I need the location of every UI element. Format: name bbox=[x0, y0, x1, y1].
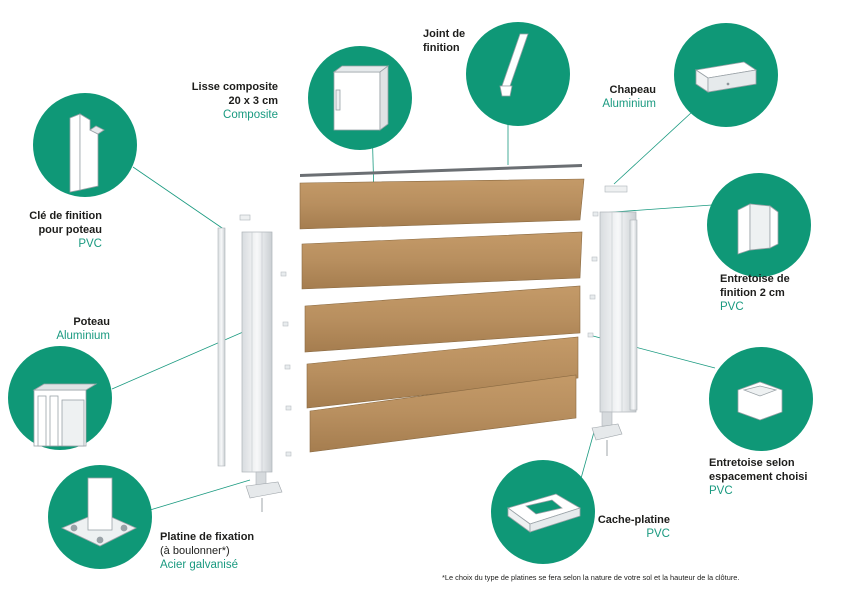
board-1 bbox=[299, 178, 585, 230]
spacer-2cm-icon bbox=[737, 203, 779, 255]
label-entretoise-espacement: Entretoise selon espacement choisi PVC bbox=[709, 456, 829, 498]
board-5 bbox=[309, 374, 577, 453]
board-2 bbox=[301, 231, 583, 290]
label-lisse-material: Composite bbox=[223, 109, 278, 121]
label-cle-material: PVC bbox=[78, 238, 102, 250]
label-chapeau-material: Aluminium bbox=[602, 98, 656, 110]
label-platine-note: (à boulonner*) bbox=[160, 545, 230, 557]
label-poteau: Poteau Aluminium bbox=[30, 315, 110, 343]
label-chapeau-title: Chapeau bbox=[609, 84, 656, 96]
right-post bbox=[591, 185, 638, 456]
finishing-joint-icon bbox=[499, 33, 529, 97]
callout-circles bbox=[8, 22, 813, 569]
label-cle: Clé de finition pour poteau PVC bbox=[14, 209, 102, 251]
label-platine-material: Acier galvanisé bbox=[160, 559, 238, 571]
composite-board-icon bbox=[332, 65, 390, 131]
post-key-icon bbox=[69, 113, 105, 193]
board-3 bbox=[304, 285, 581, 353]
post-cap-icon bbox=[694, 61, 758, 93]
label-entretoise-espacement-material: PVC bbox=[709, 485, 733, 497]
board-4 bbox=[306, 336, 579, 409]
label-entretoise-finition: Entretoise de finition 2 cm PVC bbox=[720, 272, 820, 314]
joint-circle bbox=[466, 22, 570, 126]
callout-lines bbox=[111, 111, 716, 511]
label-entretoise-finition-title: Entretoise de finition 2 cm bbox=[720, 273, 790, 299]
spacers bbox=[280, 211, 599, 457]
label-cle-title: Clé de finition pour poteau bbox=[29, 210, 102, 236]
label-entretoise-finition-material: PVC bbox=[720, 301, 744, 313]
composite-boards bbox=[299, 178, 585, 453]
label-chapeau: Chapeau Aluminium bbox=[580, 83, 656, 111]
label-poteau-material: Aluminium bbox=[56, 330, 110, 342]
plate-cover-icon bbox=[507, 493, 581, 533]
label-joint: Joint de finition bbox=[423, 27, 493, 55]
label-joint-title: Joint de finition bbox=[423, 28, 466, 54]
label-platine: Platine de fixation (à boulonner*) Acier… bbox=[160, 530, 280, 572]
label-lisse: Lisse composite 20 x 3 cm Composite bbox=[186, 80, 278, 122]
left-post-key bbox=[217, 227, 226, 467]
finishing-joint-strip bbox=[300, 164, 582, 177]
base-plate-icon bbox=[61, 477, 137, 547]
label-platine-title: Platine de fixation bbox=[160, 531, 255, 543]
label-cache-platine: Cache-platine PVC bbox=[584, 513, 670, 541]
label-lisse-title: Lisse composite 20 x 3 cm bbox=[191, 81, 278, 107]
spacer-icon bbox=[737, 381, 783, 421]
post-profile-icon bbox=[32, 383, 98, 447]
label-cache-platine-material: PVC bbox=[646, 528, 670, 540]
left-post bbox=[239, 214, 283, 512]
label-poteau-title: Poteau bbox=[73, 316, 110, 328]
label-entretoise-espacement-title: Entretoise selon espacement choisi bbox=[709, 457, 808, 483]
label-cache-platine-title: Cache-platine bbox=[597, 514, 670, 526]
footnote: *Le choix du type de platines se fera se… bbox=[442, 573, 740, 582]
